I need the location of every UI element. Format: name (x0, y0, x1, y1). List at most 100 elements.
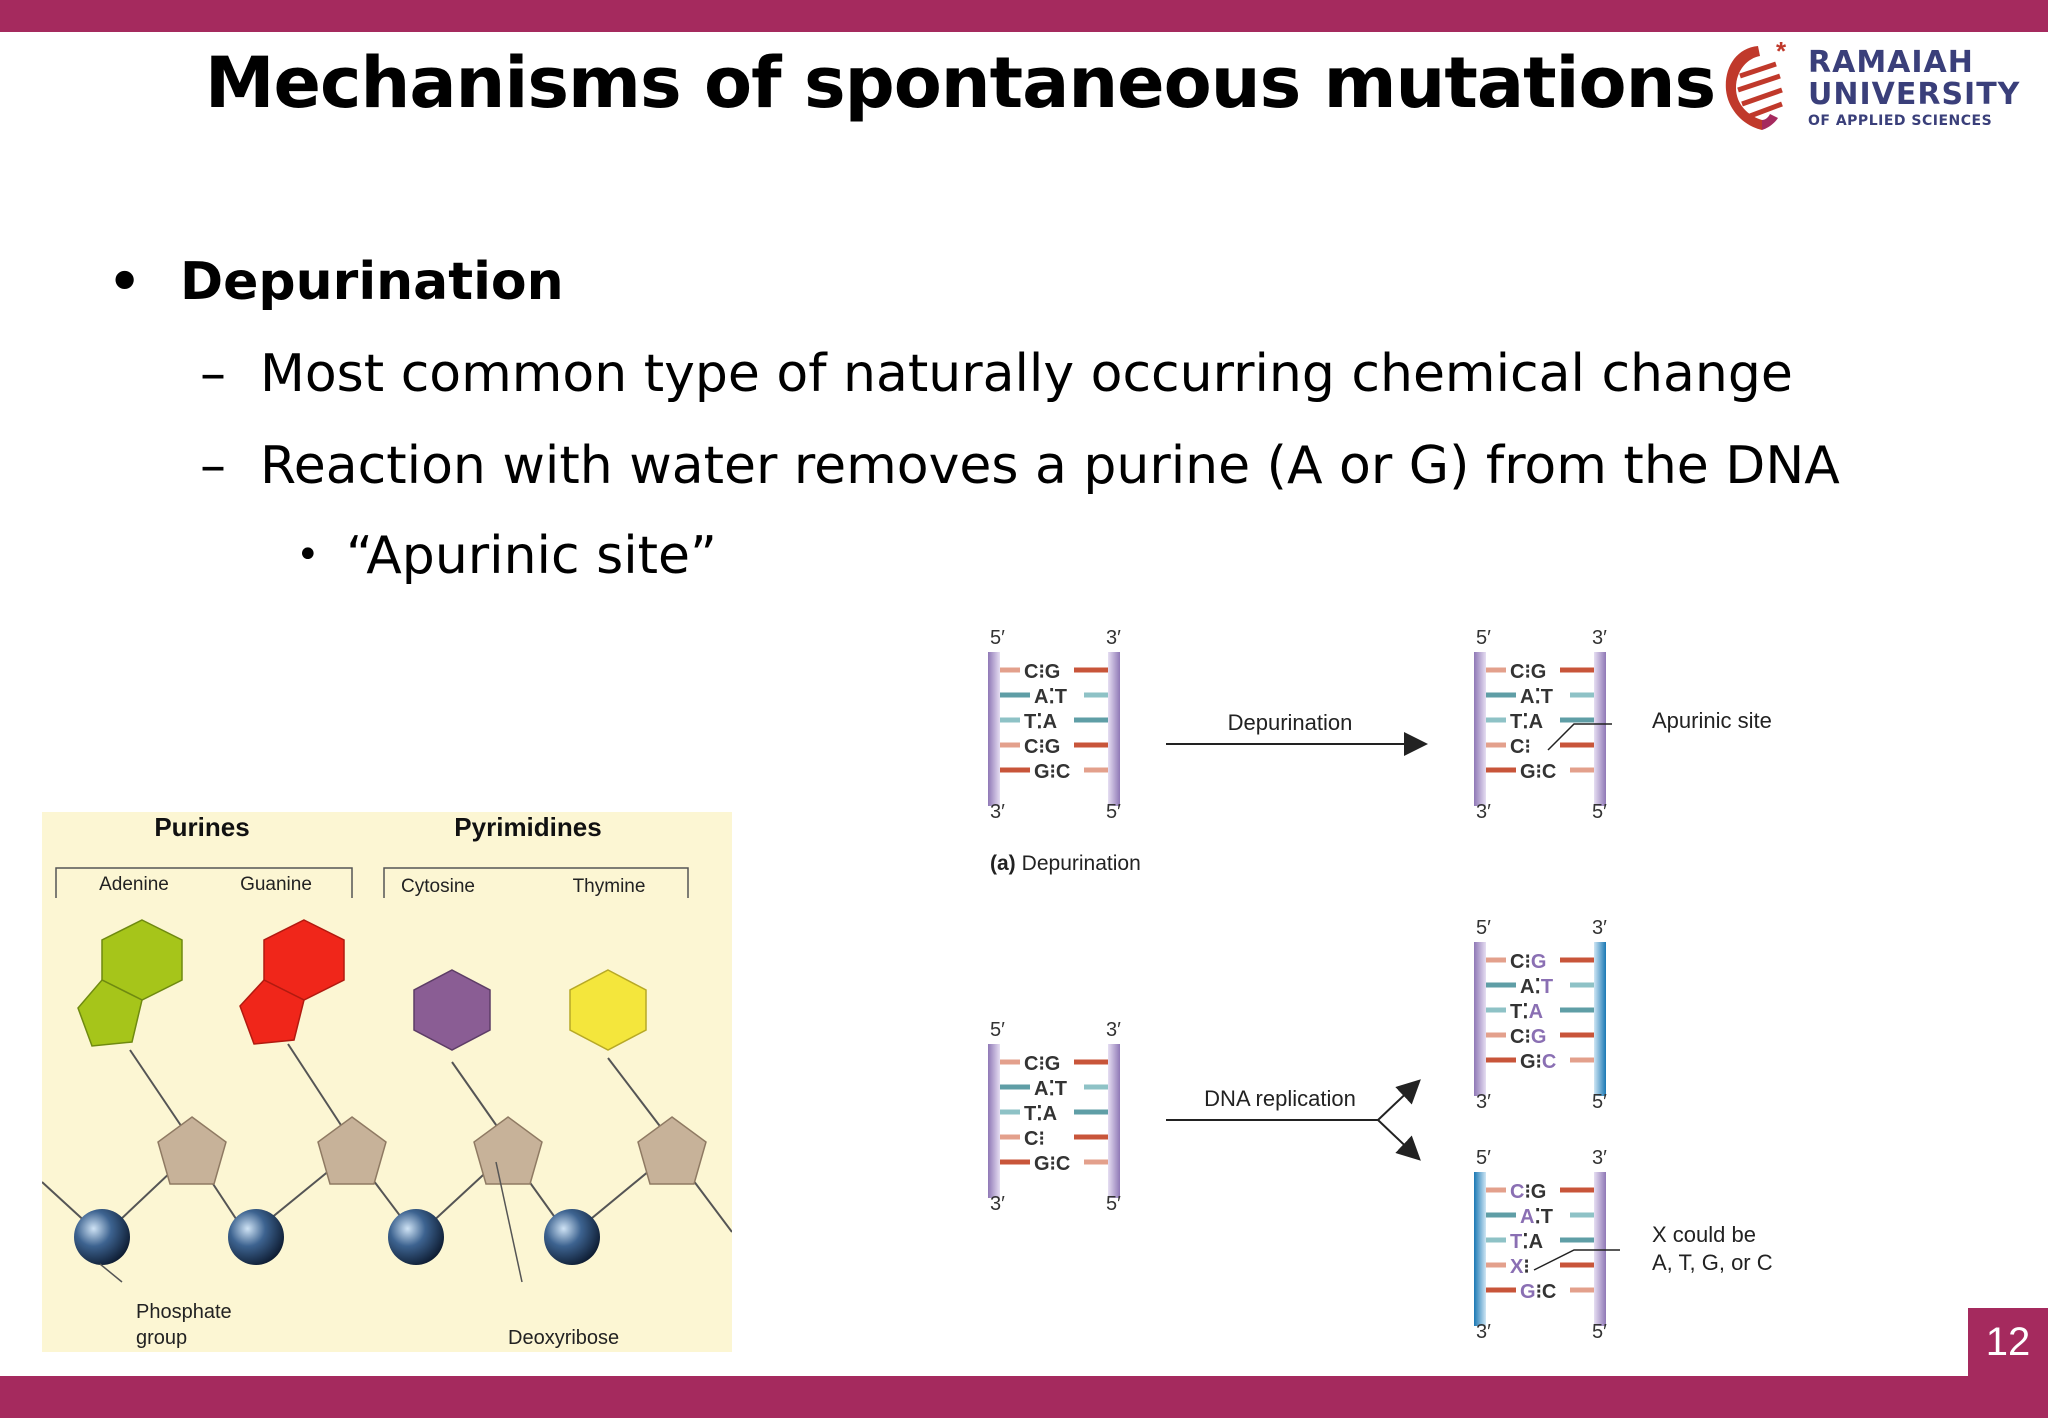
svg-text:T⁚A: T⁚A (1510, 1001, 1543, 1023)
phosphate-label-2: group (136, 1327, 187, 1349)
bullet-dot: • (296, 532, 320, 578)
dna-duplex-damaged: 5′ 3′ 3′ 5′ C⁝G A⁚T T⁚A C⁝ G⁝C (988, 1019, 1121, 1215)
svg-text:3′: 3′ (1476, 801, 1491, 823)
sugar-icon (317, 1116, 387, 1185)
depurination-arrow-label: Depurination (1228, 710, 1353, 735)
svg-text:T⁚A: T⁚A (1510, 711, 1543, 733)
svg-text:5′: 5′ (1592, 1321, 1607, 1338)
logo-emblem-icon: * (1725, 36, 1787, 130)
cytosine-label: Cytosine (401, 876, 475, 897)
university-logo: * RAMAIAH UNIVERSITY OF APPLIED SCIENCES (1718, 36, 2021, 138)
svg-text:G⁝C: G⁝C (1520, 761, 1556, 783)
svg-text:3′: 3′ (1592, 917, 1607, 939)
sugar-icon (473, 1116, 543, 1185)
svg-text:A⁚T: A⁚T (1520, 686, 1553, 708)
dna-duplex-original: 5′ 3′ 3′ 5′ C⁝G A⁚T T⁚A C⁝G G⁝C (988, 627, 1121, 823)
depurination-diagram: 5′ 3′ 3′ 5′ C⁝G A⁚T T⁚A C⁝G G⁝C Depurina… (970, 618, 1810, 1343)
svg-text:X⁝: X⁝ (1510, 1256, 1530, 1278)
svg-text:G⁝C: G⁝C (1520, 1281, 1556, 1303)
logo-name-line3: OF APPLIED SCIENCES (1808, 113, 1993, 129)
purines-heading: Purines (154, 812, 249, 842)
phosphate-icon (544, 1209, 600, 1265)
replication-arrow-up (1377, 1079, 1421, 1121)
svg-text:3′: 3′ (1476, 1091, 1491, 1113)
phosphate-icon (228, 1209, 284, 1265)
thymine-base-icon (569, 969, 647, 1051)
depurination-figure: 5′ 3′ 3′ 5′ C⁝G A⁚T T⁚A C⁝G G⁝C Depurina… (988, 627, 1773, 1343)
svg-text:C⁝G: C⁝G (1024, 736, 1060, 758)
svg-text:3′: 3′ (1592, 627, 1607, 649)
svg-text:3′: 3′ (990, 801, 1005, 823)
svg-text:T⁚A: T⁚A (1024, 1103, 1057, 1125)
svg-text:5′: 5′ (1476, 1147, 1491, 1169)
svg-text:G⁝C: G⁝C (1520, 1051, 1556, 1073)
svg-text:C⁝G: C⁝G (1024, 661, 1060, 683)
svg-text:A⁚T: A⁚T (1034, 686, 1067, 708)
phosphate-icon (74, 1209, 130, 1265)
nucleotide-illustration: Purines Pyrimidines Adenine Guanine Cyto… (41, 812, 733, 1352)
bottom-accent-bar (0, 1376, 2048, 1418)
guanine-base-icon (239, 919, 345, 1045)
caption-a-text: Depurination (1022, 852, 1141, 875)
apurinic-site-label: Apurinic site (1652, 708, 1772, 733)
nucleotide-figure: Purines Pyrimidines Adenine Guanine Cyto… (41, 812, 733, 1349)
svg-text:5′: 5′ (1476, 917, 1491, 939)
svg-text:5′: 5′ (1592, 1091, 1607, 1113)
svg-text:C⁝G: C⁝G (1510, 661, 1546, 683)
svg-text:C⁝G: C⁝G (1510, 951, 1546, 973)
cytosine-base-icon (413, 969, 491, 1051)
phosphate-label-1: Phosphate (136, 1301, 232, 1323)
sugar-icon (637, 1116, 707, 1185)
svg-text:3′: 3′ (1476, 1321, 1491, 1338)
svg-text:*: * (1776, 38, 1787, 66)
sub-bullet-2-text: Reaction with water removes a purine (A … (260, 436, 1840, 496)
phosphate-icon (388, 1209, 444, 1265)
svg-text:5′: 5′ (990, 627, 1005, 649)
svg-text:C⁝: C⁝ (1510, 736, 1531, 758)
svg-text:A⁚T: A⁚T (1520, 1206, 1553, 1228)
sub-bullet-1-text: Most common type of naturally occurring … (260, 344, 1793, 404)
svg-text:3′: 3′ (1106, 1019, 1121, 1041)
top-accent-bar (0, 0, 2048, 32)
svg-text:G⁝C: G⁝C (1034, 761, 1070, 783)
adenine-base-icon (77, 919, 183, 1047)
thymine-label: Thymine (573, 876, 646, 897)
svg-text:A⁚T: A⁚T (1034, 1078, 1067, 1100)
svg-text:A⁚T: A⁚T (1520, 976, 1553, 998)
svg-text:C⁝G: C⁝G (1510, 1181, 1546, 1203)
deoxyribose-label: Deoxyribose (508, 1327, 619, 1349)
svg-text:C⁝G: C⁝G (1024, 1053, 1060, 1075)
svg-text:5′: 5′ (1592, 801, 1607, 823)
dna-duplex-daughter-1: 5′ 3′ 3′ 5′ C⁝G A⁚T T⁚A C⁝G G⁝C (1474, 917, 1607, 1113)
svg-text:C⁝G: C⁝G (1510, 1026, 1546, 1048)
logo-name-line2: UNIVERSITY (1808, 77, 2021, 112)
svg-text:C⁝: C⁝ (1024, 1128, 1045, 1150)
sub-bullet-dash: – (200, 344, 226, 404)
replication-arrow-down (1377, 1119, 1421, 1161)
dna-duplex-daughter-2: 5′ 3′ 3′ 5′ C⁝G A⁚T T⁚A X⁝ G⁝C (1474, 1147, 1620, 1343)
pyrimidines-heading: Pyrimidines (454, 812, 601, 842)
svg-text:T⁚A: T⁚A (1024, 711, 1057, 733)
dna-duplex-apurinic: 5′ 3′ 3′ 5′ C⁝G A⁚T T⁚A C⁝ G⁝C (1474, 627, 1612, 823)
svg-text:5′: 5′ (1476, 627, 1491, 649)
page-number: 12 (1968, 1308, 2048, 1376)
bullet-main-text: Depurination (180, 252, 564, 312)
bullet-dot: • (108, 252, 142, 312)
svg-text:5′: 5′ (1106, 801, 1121, 823)
svg-text:5′: 5′ (1106, 1193, 1121, 1215)
replication-arrow-label: DNA replication (1204, 1086, 1356, 1111)
x-note-line1: X could be (1652, 1222, 1756, 1247)
slide-title: Mechanisms of spontaneous mutations (204, 42, 1716, 124)
svg-text:G⁝C: G⁝C (1034, 1153, 1070, 1175)
guanine-label: Guanine (240, 874, 312, 895)
caption-a-prefix: (a) (990, 852, 1016, 875)
svg-text:3′: 3′ (990, 1193, 1005, 1215)
svg-text:3′: 3′ (1592, 1147, 1607, 1169)
svg-text:5′: 5′ (990, 1019, 1005, 1041)
adenine-label: Adenine (99, 874, 169, 895)
sub-sub-bullet-text: “Apurinic site” (346, 526, 717, 586)
sub-bullet-dash: – (200, 436, 226, 496)
logo-name-line1: RAMAIAH (1808, 45, 1974, 80)
x-note-line2: A, T, G, or C (1652, 1250, 1773, 1275)
svg-text:(a)Depurination: (a) Depurination (990, 852, 1141, 875)
